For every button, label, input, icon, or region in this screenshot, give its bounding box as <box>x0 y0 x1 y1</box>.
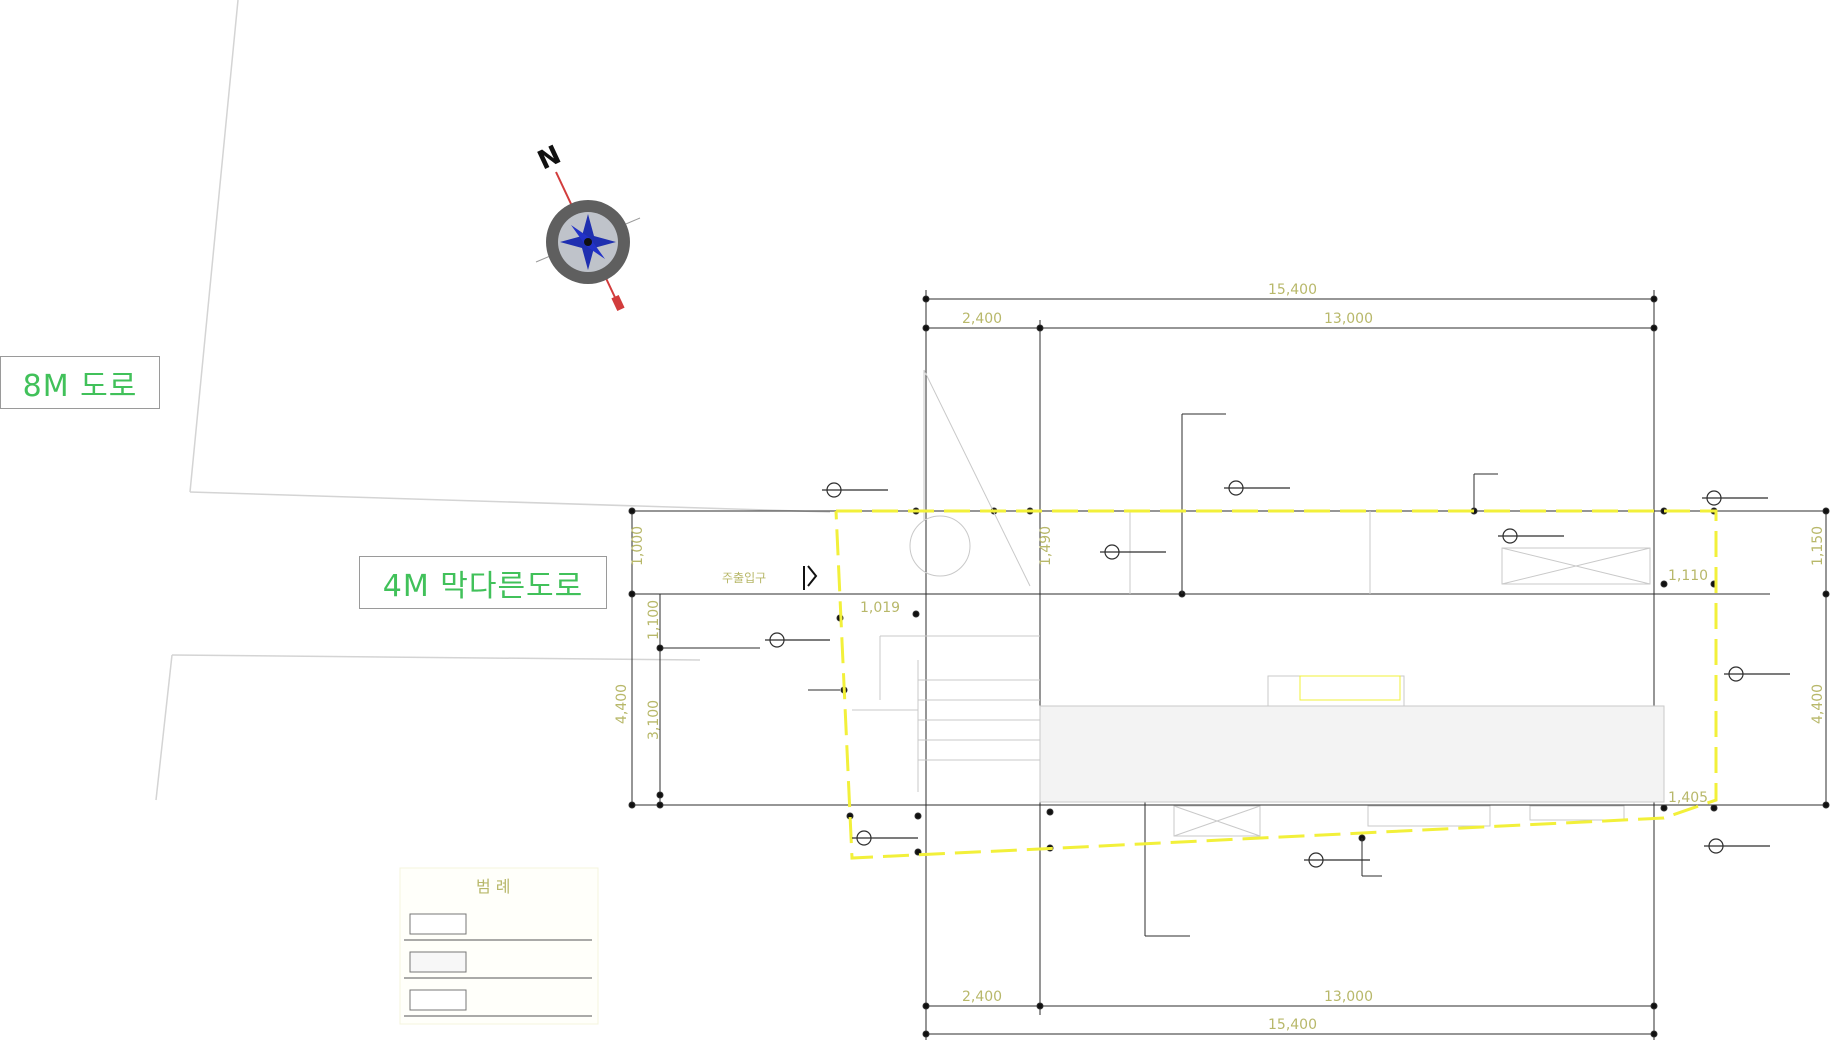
top-dimension-lines <box>922 290 1658 1040</box>
bottom-right-dimension: 13,000 <box>1324 989 1373 1005</box>
top-right-dimension: 13,000 <box>1324 311 1373 327</box>
north-label: N <box>533 140 565 176</box>
bottom-left-dimension: 2,400 <box>962 989 1002 1005</box>
entrance-arrow-icon <box>803 565 818 590</box>
road-label-8m: 8M 도로 <box>0 356 160 409</box>
north-arrow-icon <box>535 171 641 312</box>
inner-dimension-b: 1,490 <box>1038 526 1054 566</box>
road-label-4m: 4M 막다른도로 <box>359 556 607 609</box>
legend-swatch-1 <box>409 913 467 935</box>
legend-box <box>399 867 599 1025</box>
left-middle-dimension: 3,100 <box>646 700 662 740</box>
building-interior <box>852 369 1665 837</box>
top-total-dimension: 15,400 <box>1268 282 1317 298</box>
left-total-dimension: 4,400 <box>614 684 630 724</box>
inner-dimension-c: 1,110 <box>1668 568 1708 584</box>
site-boundary-line <box>834 509 1718 860</box>
bottom-dimension-lines <box>922 1002 1658 1038</box>
top-left-dimension: 2,400 <box>962 311 1002 327</box>
legend-swatch-3 <box>409 989 467 1011</box>
inner-dimension-a: 1,019 <box>860 600 900 616</box>
building-grid-lines <box>628 413 1830 937</box>
inner-dimension-d: 1,405 <box>1668 790 1708 806</box>
road-boundary-lines <box>155 0 831 801</box>
entrance-label: 주출입구 <box>722 571 766 585</box>
bottom-total-dimension: 15,400 <box>1268 1017 1317 1033</box>
legend-swatch-2 <box>409 951 467 973</box>
legend-title: 범 례 <box>476 877 511 896</box>
boundary-notch-marker <box>1299 675 1401 701</box>
right-total-dimension: 4,400 <box>1810 684 1826 724</box>
section-marker-icons <box>765 480 1790 868</box>
right-topband-dimension: 1,150 <box>1810 526 1826 566</box>
left-topband-dimension: 1,000 <box>630 526 646 566</box>
left-upper-dimension: 1,100 <box>646 600 662 640</box>
